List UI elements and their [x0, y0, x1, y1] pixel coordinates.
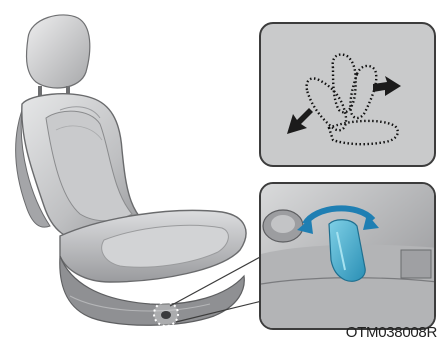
recline-diagram-panel [259, 22, 436, 167]
recline-lever-icon [261, 184, 436, 330]
arrow-backward-icon [287, 108, 313, 134]
lever-detail-panel [259, 182, 436, 330]
figure-code: OTM038008R [346, 325, 437, 341]
arrow-forward-icon [373, 76, 401, 96]
seatback-recline-icon [261, 24, 436, 167]
